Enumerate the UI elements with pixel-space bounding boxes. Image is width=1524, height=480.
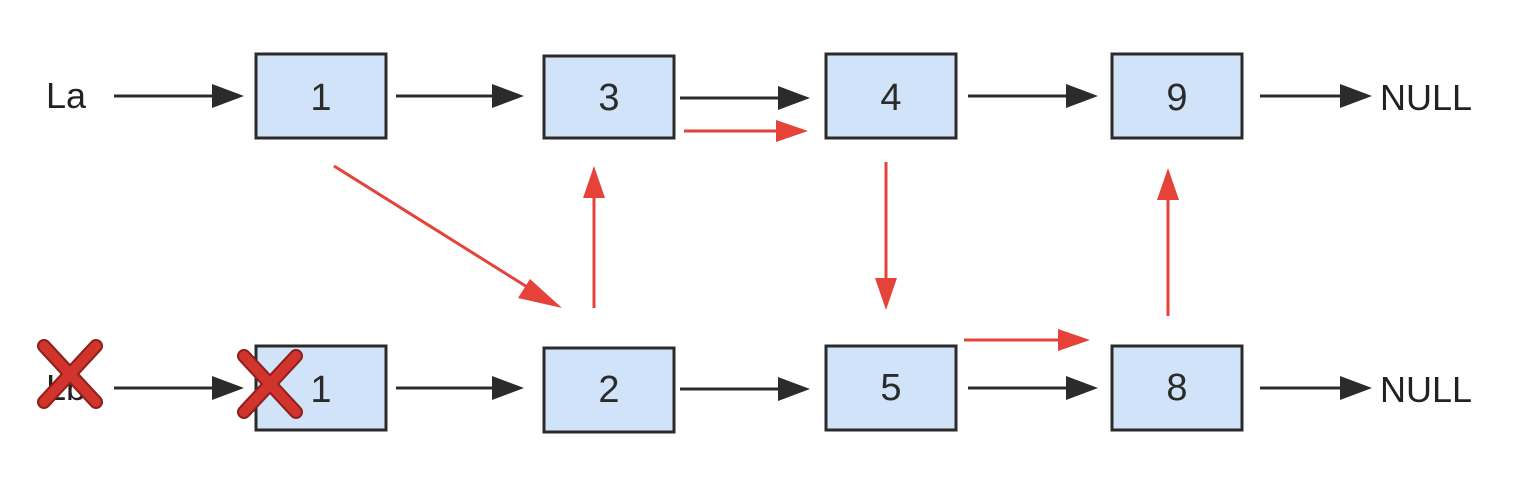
merge-arrow-3-to-4	[684, 120, 808, 142]
la-node-3-value: 3	[598, 77, 619, 119]
la-tail-label: NULL	[1380, 77, 1472, 118]
la-link-3-4	[680, 86, 810, 110]
lb-node-5: 5	[824, 344, 958, 432]
lb-node-2-value: 2	[598, 369, 619, 411]
lb-head-arrow	[114, 376, 244, 400]
merge-arrow-1-to-2	[333, 164, 562, 308]
lb-link-5-8	[968, 376, 1098, 400]
merge-arrow-8-to-9	[1157, 168, 1179, 316]
lb-tail-label: NULL	[1380, 369, 1472, 410]
merge-arrow-5-to-8	[964, 329, 1090, 351]
lb-node-1: 1	[254, 344, 388, 432]
la-head-arrow	[114, 84, 244, 108]
la-node-1: 1	[254, 52, 388, 140]
la-node-3: 3	[542, 54, 676, 140]
la-link-1-3	[396, 84, 524, 108]
la-node-1-value: 1	[310, 77, 331, 119]
merge-arrow-4-to-5	[875, 162, 897, 310]
lb-node-2: 2	[542, 346, 676, 434]
la-link-4-9	[968, 84, 1098, 108]
la-node-9-value: 9	[1166, 77, 1187, 119]
cross-mark-icon	[237, 349, 303, 419]
lb-node-8: 8	[1110, 344, 1244, 432]
la-node-4-value: 4	[880, 77, 901, 119]
cross-mark-icon	[37, 339, 103, 409]
la-node-9: 9	[1110, 52, 1244, 140]
lb-tail-arrow	[1260, 376, 1372, 400]
lb-node-5-value: 5	[880, 367, 901, 409]
lb-link-1-2	[396, 376, 524, 400]
lb-link-2-5	[680, 377, 810, 401]
la-head-label: La	[46, 75, 87, 116]
la-tail-arrow	[1260, 84, 1372, 108]
lb-node-1-value: 1	[310, 369, 331, 411]
la-node-4: 4	[824, 52, 958, 140]
merge-arrow-2-to-3	[583, 166, 605, 308]
lb-node-8-value: 8	[1166, 367, 1187, 409]
